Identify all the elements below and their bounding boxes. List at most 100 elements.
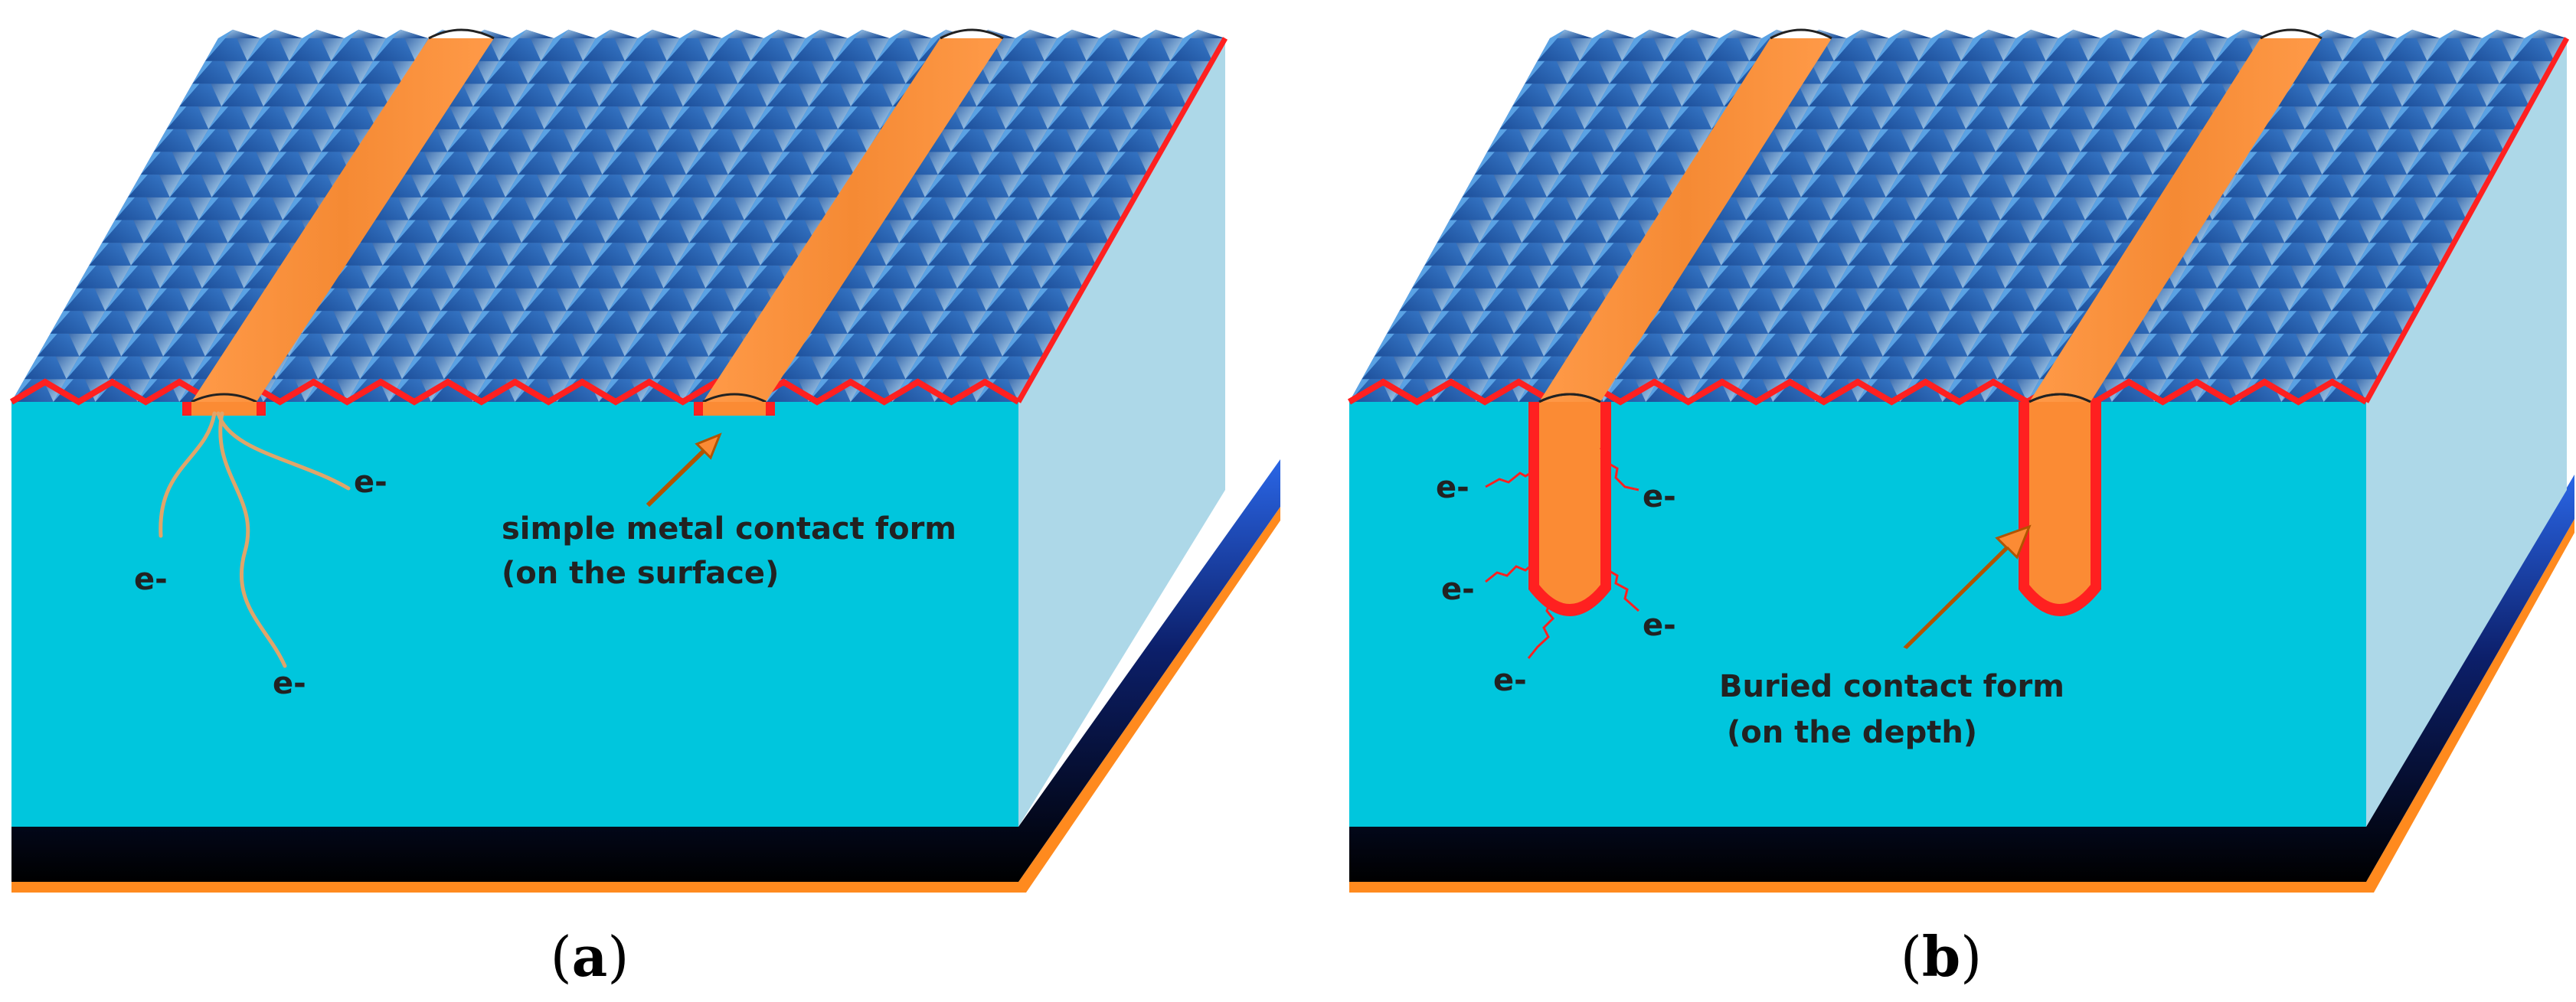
texture-pyramid xyxy=(2045,29,2088,61)
texture-pyramid xyxy=(2482,29,2525,38)
texture-pyramid xyxy=(612,348,654,380)
texture-pyramid xyxy=(505,166,548,197)
texture-pyramid xyxy=(305,75,348,107)
texture-pyramid xyxy=(583,29,625,61)
texture-pyramid xyxy=(1102,75,1145,107)
texture-pyramid xyxy=(2524,29,2567,38)
texture-pyramid xyxy=(1758,166,1801,197)
texture-pyramid xyxy=(188,279,231,312)
texture-pyramid xyxy=(1061,75,1103,107)
texture-pyramid xyxy=(1447,348,1489,380)
texture-pyramid xyxy=(1061,75,1088,107)
texture-pyramid xyxy=(2242,211,2285,243)
texture-pyramid xyxy=(1512,75,1555,107)
texture-pyramid xyxy=(966,166,995,197)
texture-pyramid xyxy=(195,120,238,152)
texture-pyramid xyxy=(1793,256,1836,289)
texture-pyramid xyxy=(1170,29,1213,61)
texture-pyramid xyxy=(2060,234,2103,266)
texture-pyramid xyxy=(2033,52,2076,84)
texture-pyramid xyxy=(289,325,332,357)
texture-pyramid xyxy=(1581,256,1624,289)
texture-pyramid xyxy=(625,29,652,61)
texture-pyramid xyxy=(1920,256,1963,289)
texture-pyramid xyxy=(2444,75,2487,107)
texture-pyramid xyxy=(1002,325,1030,357)
texture-pyramid xyxy=(1634,29,1677,38)
texture-pyramid xyxy=(2381,188,2410,220)
texture-pyramid xyxy=(2293,348,2336,380)
texture-pyramid xyxy=(521,211,564,243)
texture-pyramid xyxy=(2349,325,2391,357)
texture-pyramid xyxy=(1834,29,1877,61)
texture-pyramid xyxy=(469,302,512,334)
texture-pyramid xyxy=(1861,211,1904,243)
texture-pyramid xyxy=(1865,279,1893,312)
texture-pyramid xyxy=(889,302,932,334)
texture-pyramid xyxy=(305,370,333,402)
texture-pyramid xyxy=(821,348,849,380)
texture-pyramid xyxy=(1544,325,1571,357)
texture-pyramid xyxy=(2486,75,2529,107)
texture-pyramid xyxy=(554,29,597,38)
texture-pyramid xyxy=(331,29,359,61)
texture-pyramid xyxy=(2172,29,2215,61)
texture-pyramid xyxy=(1102,75,1130,107)
texture-pyramid xyxy=(941,211,983,243)
texture-pyramid xyxy=(266,143,309,175)
texture-pyramid xyxy=(214,234,257,266)
texture-pyramid xyxy=(727,143,770,175)
texture-pyramid xyxy=(1374,325,1402,357)
texture-pyramid xyxy=(999,256,1041,289)
texture-pyramid xyxy=(1089,97,1132,129)
texture-pyramid xyxy=(2359,75,2402,107)
textured-top-surface xyxy=(11,29,1225,402)
texture-pyramid xyxy=(702,188,744,220)
texture-pyramid xyxy=(541,29,584,61)
texture-pyramid xyxy=(544,97,572,129)
texture-pyramid xyxy=(554,302,596,334)
texture-pyramid xyxy=(2003,29,2046,61)
texture-pyramid xyxy=(76,256,104,289)
texture-pyramid xyxy=(918,325,946,357)
texture-pyramid xyxy=(1828,348,1871,380)
texture-pyramid xyxy=(150,348,192,380)
texture-pyramid xyxy=(734,279,776,312)
texture-pyramid xyxy=(143,211,186,243)
texture-pyramid xyxy=(127,166,155,197)
texture-pyramid xyxy=(421,166,464,197)
texture-pyramid xyxy=(1551,234,1594,266)
texture-pyramid xyxy=(770,143,798,175)
texture-pyramid xyxy=(763,29,806,38)
texture-pyramid xyxy=(263,75,306,107)
texture-pyramid xyxy=(1128,29,1171,61)
texture-pyramid xyxy=(737,52,766,84)
texture-pyramid xyxy=(986,279,1014,312)
texture-pyramid xyxy=(2000,188,2028,220)
texture-pyramid xyxy=(2306,325,2334,357)
texture-pyramid xyxy=(1041,256,1084,289)
buried-contact-metal xyxy=(1539,402,1600,604)
texture-pyramid xyxy=(851,75,893,107)
texture-pyramid xyxy=(1051,166,1093,197)
texture-pyramid xyxy=(1484,279,1527,312)
texture-pyramid xyxy=(198,188,241,220)
texture-pyramid xyxy=(1529,120,1558,152)
texture-pyramid xyxy=(2237,143,2265,175)
texture-pyramid xyxy=(2030,211,2058,243)
texture-pyramid xyxy=(2267,166,2310,197)
texture-pyramid xyxy=(1652,52,1695,84)
texture-pyramid xyxy=(1664,29,1707,61)
texture-pyramid xyxy=(1933,234,1961,266)
panel-caption: (a) xyxy=(551,924,629,989)
texture-pyramid xyxy=(1688,370,1716,402)
texture-pyramid xyxy=(989,348,1031,380)
texture-pyramid xyxy=(1496,256,1525,289)
texture-pyramid xyxy=(2364,143,2392,175)
texture-pyramid xyxy=(1567,52,1610,84)
texture-pyramid xyxy=(634,234,662,266)
emitter-edge-front xyxy=(1347,378,2368,406)
texture-pyramid xyxy=(666,325,695,357)
texture-pyramid xyxy=(969,234,998,266)
